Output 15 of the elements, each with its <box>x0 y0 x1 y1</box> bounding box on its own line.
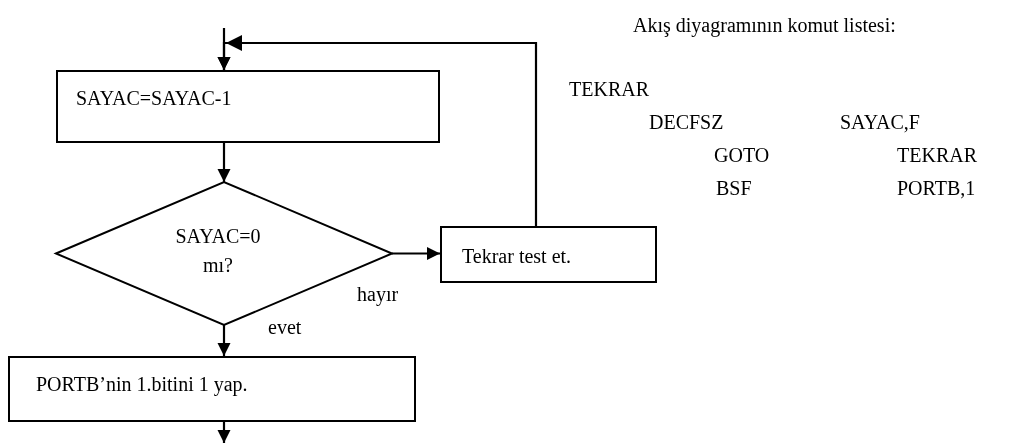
code-text: GOTO <box>714 143 770 167</box>
code-text: PORTB,1 <box>897 176 976 200</box>
node-text: SAYAC=0 mı? <box>174 224 262 278</box>
node-text: Tekrar test et. <box>462 244 572 268</box>
heading: Akış diyagramının komut listesi: <box>633 13 896 37</box>
node-text: SAYAC=SAYAC-1 <box>76 86 232 110</box>
process-box <box>56 70 440 143</box>
process-box <box>8 356 416 422</box>
code-text: BSF <box>716 176 752 200</box>
code-text: DECFSZ <box>649 110 724 134</box>
code-text: TEKRAR <box>569 77 649 101</box>
code-text: SAYAC,F <box>840 110 920 134</box>
node-text: PORTB’nin 1.bitini 1 yap. <box>36 372 248 396</box>
process-box <box>440 226 657 283</box>
code-text: TEKRAR <box>897 143 977 167</box>
